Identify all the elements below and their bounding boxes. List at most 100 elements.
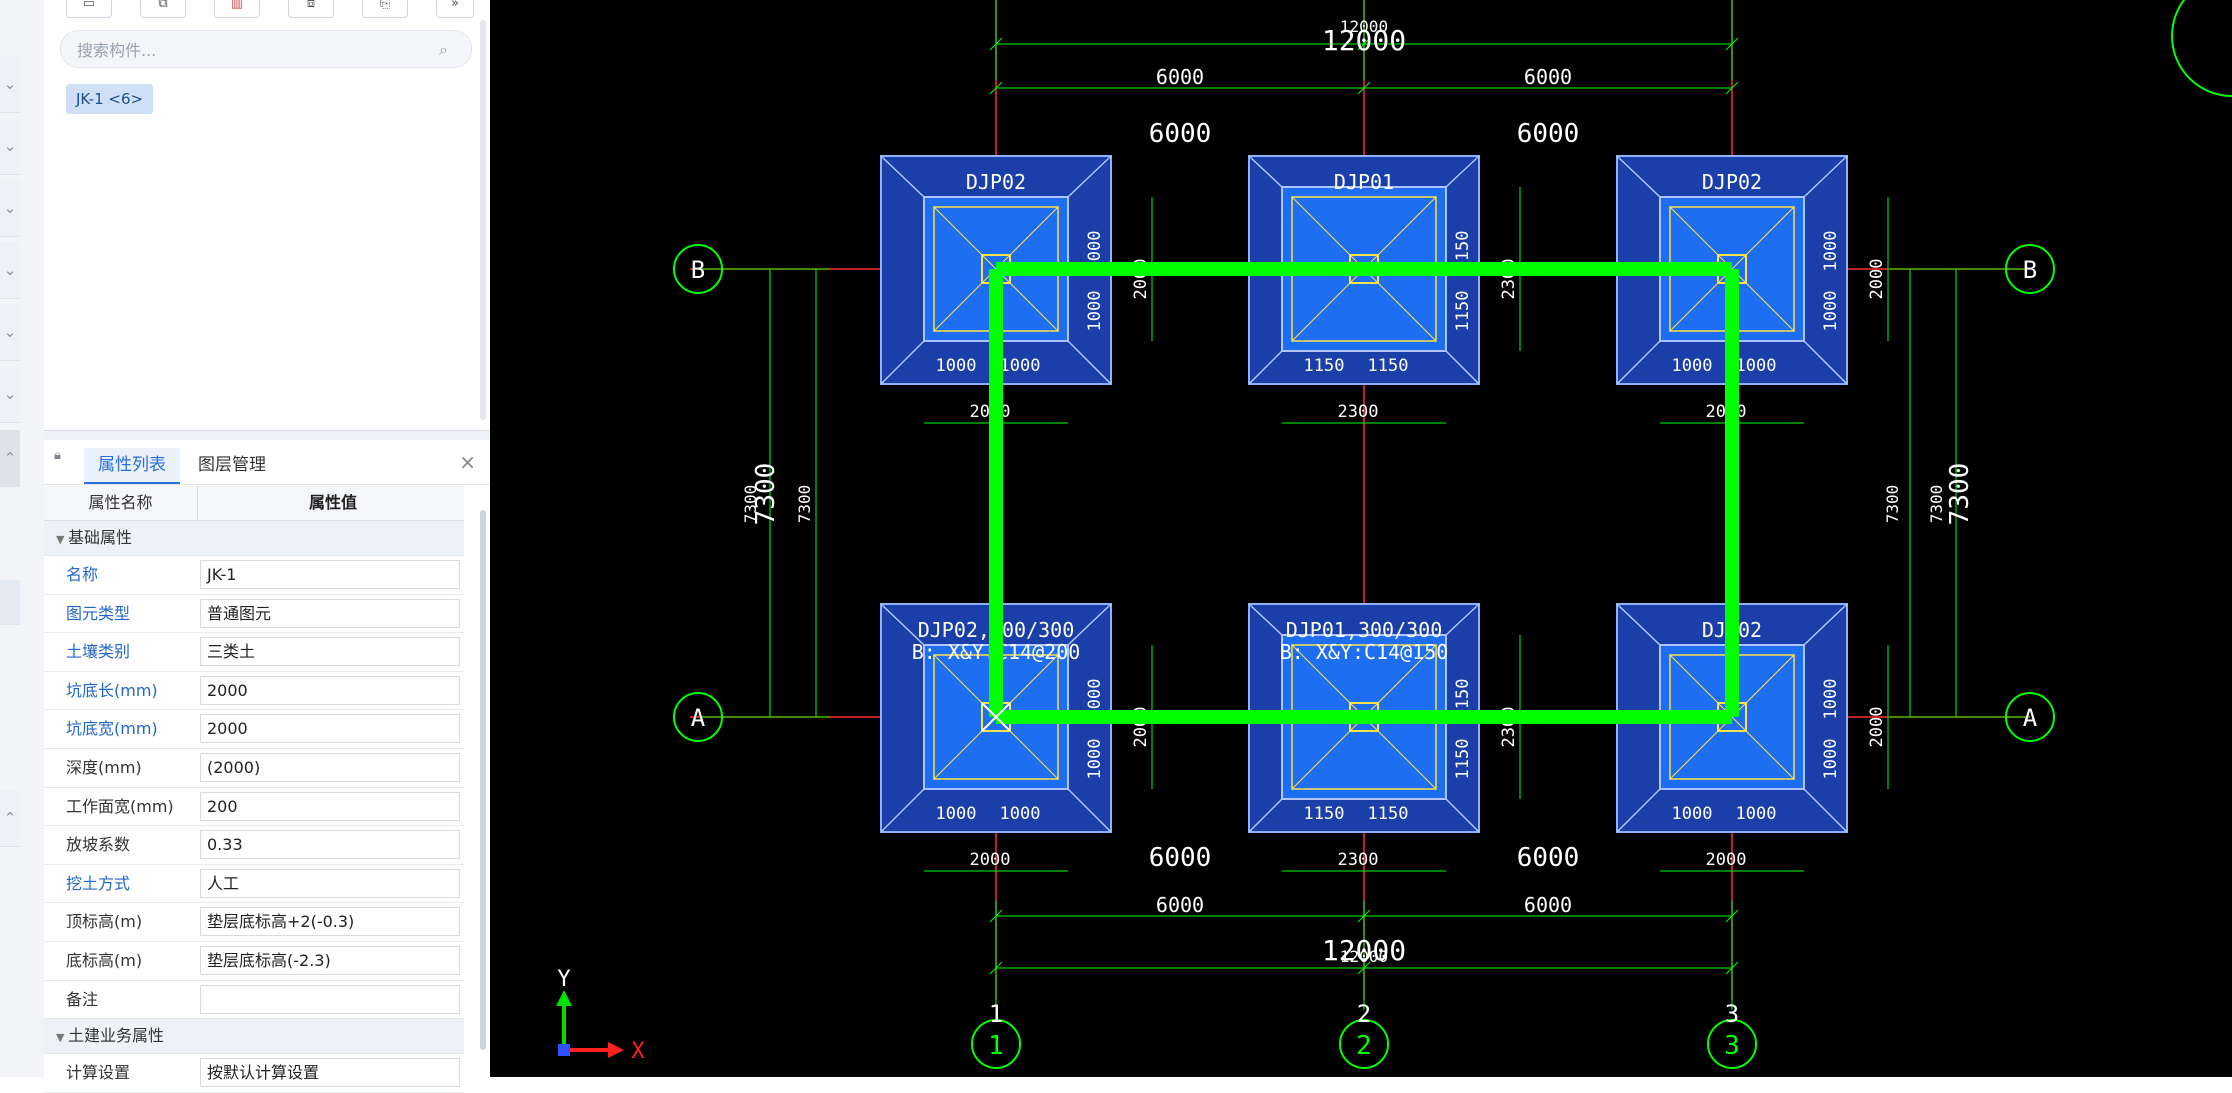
- slope-line: [880, 155, 925, 198]
- dim-total-small-bottom: 12000: [1340, 947, 1388, 966]
- lock-icon[interactable]: 🔒︎: [54, 448, 61, 463]
- copy-button[interactable]: ⧉: [140, 0, 186, 18]
- grid-scrollbar[interactable]: [480, 510, 486, 1050]
- dim-label: 2000: [1867, 707, 1887, 748]
- group-label-basic: 基础属性: [67, 528, 132, 547]
- dim-half: 6000: [1524, 893, 1572, 917]
- slope-line: [1248, 350, 1283, 385]
- dim-height-small: 7300: [741, 485, 760, 524]
- dim-label: 1150: [1453, 291, 1473, 332]
- dim-label: 1150: [1304, 356, 1345, 376]
- dim-half-large: 6000: [1149, 119, 1212, 149]
- slope-line: [1803, 603, 1848, 646]
- property-value[interactable]: [200, 984, 460, 1014]
- dim-label: 1000: [1085, 231, 1105, 272]
- ucs-y-label: Y: [557, 967, 570, 992]
- new-component-button[interactable]: ▭: [66, 0, 112, 18]
- panel-toolbar: ▭ ⧉ ▥ ⧈ ⎘ »: [56, 0, 478, 24]
- footing-label: DJP01,300/300: [1286, 618, 1443, 642]
- axis-label-3: 3: [1725, 1000, 1739, 1028]
- slope-line: [1616, 603, 1661, 646]
- property-value[interactable]: 人工: [200, 868, 460, 898]
- search-input[interactable]: [75, 31, 419, 69]
- dim-label: 1000: [1736, 356, 1777, 376]
- property-value[interactable]: JK-1: [200, 560, 460, 589]
- dim-label: 1150: [1368, 356, 1409, 376]
- slope-line: [1803, 155, 1848, 198]
- delete-button[interactable]: ▥: [214, 0, 260, 18]
- chevron-down-icon[interactable]: ⌄: [0, 56, 20, 113]
- table-row: 坑底宽(mm)2000: [44, 710, 464, 749]
- axis-label-A: A: [691, 704, 706, 732]
- dim-label: 2000: [1706, 850, 1747, 870]
- chevron-down-icon[interactable]: ⌄: [0, 304, 20, 361]
- slope-line: [1803, 340, 1848, 385]
- property-value[interactable]: 按默认计算设置: [200, 1058, 460, 1088]
- strip-item-selected[interactable]: [0, 580, 20, 625]
- group-civil[interactable]: ▼ 土建业务属性: [44, 1019, 464, 1055]
- dim-half-large: 6000: [1149, 843, 1212, 873]
- dim-label: 1000: [1821, 231, 1841, 272]
- property-name: 土壤类别: [66, 642, 131, 662]
- dim-label: 1150: [1368, 804, 1409, 824]
- table-row: 图元类型普通图元: [44, 595, 464, 634]
- dim-height-small: 7300: [1883, 485, 1902, 524]
- ucs-y-arrow: [556, 990, 572, 1006]
- slope-line: [1067, 603, 1112, 646]
- dim-label: 2000: [1867, 259, 1887, 300]
- tab-property-list[interactable]: 属性列表: [84, 448, 180, 484]
- selection-cross: [981, 702, 1011, 732]
- caret-down-icon: ▼: [56, 1031, 68, 1045]
- panel-divider[interactable]: [44, 430, 490, 441]
- dim-label: 1150: [1304, 804, 1345, 824]
- close-icon[interactable]: ×: [459, 450, 476, 474]
- dim-tick: [989, 909, 1003, 923]
- more-button[interactable]: »: [436, 0, 474, 18]
- group-label-civil: 土建业务属性: [67, 1026, 164, 1046]
- dim-tick: [1357, 961, 1371, 975]
- property-value[interactable]: 垫层底标高+2(-0.3): [200, 907, 460, 937]
- dim-label: 1000: [1821, 739, 1841, 780]
- list-scrollbar[interactable]: [480, 20, 486, 420]
- slope-line: [1803, 788, 1848, 833]
- paste-button[interactable]: ⎘: [362, 0, 408, 18]
- table-row: 挖土方式人工: [44, 865, 464, 904]
- search-icon[interactable]: ⌕: [439, 40, 448, 59]
- component-panel: ▭ ⧉ ▥ ⧈ ⎘ » ⌕ JK-1 <6> 🔒︎ 属性列表 图层管理 × 属性…: [44, 0, 491, 1093]
- tab-layer-management[interactable]: 图层管理: [198, 455, 266, 475]
- property-value[interactable]: (2000): [200, 752, 460, 782]
- dim-tick: [989, 961, 1003, 975]
- property-name: 工作面宽(mm): [66, 796, 174, 816]
- chevron-down-icon[interactable]: ⌄: [0, 242, 20, 299]
- trench-right: [1725, 269, 1739, 717]
- property-value[interactable]: 垫层底标高(-2.3): [200, 945, 460, 975]
- left-tool-strip: ⌄ ⌄ ⌄ ⌄ ⌄ ⌄ ⌃ ⌃: [0, 0, 45, 1077]
- dim-label: 1000: [1085, 679, 1105, 720]
- property-value[interactable]: 2000: [200, 675, 460, 705]
- chevron-up-icon[interactable]: ⌃: [0, 430, 20, 487]
- dim-height-small: 7300: [795, 485, 814, 524]
- property-value[interactable]: 普通图元: [200, 598, 460, 628]
- chevron-down-icon[interactable]: ⌄: [0, 180, 20, 237]
- table-row: 土壤类别 三类土: [44, 633, 464, 672]
- dim-label: 1150: [1453, 739, 1473, 780]
- chevron-down-icon[interactable]: ⌄: [0, 118, 20, 175]
- dim-label: 2300: [1338, 402, 1379, 422]
- component-item-jk1[interactable]: JK-1 <6>: [66, 84, 154, 114]
- slope-line: [1248, 603, 1283, 636]
- property-name: 计算设置: [66, 1063, 131, 1083]
- dim-label: 1000: [1000, 804, 1041, 824]
- table-row: 备注: [44, 981, 464, 1020]
- group-basic[interactable]: ▼ 基础属性: [44, 521, 464, 556]
- chevron-down-icon[interactable]: ⌄: [0, 366, 20, 423]
- property-value[interactable]: 0.33: [200, 830, 460, 860]
- property-value[interactable]: 三类土: [200, 637, 460, 667]
- dim-label: 2000: [970, 850, 1011, 870]
- property-value[interactable]: 200: [200, 791, 460, 821]
- property-value[interactable]: 2000: [200, 714, 460, 744]
- layer-copy-button[interactable]: ⧈: [288, 0, 334, 18]
- chevron-up-icon[interactable]: ⌃: [0, 790, 20, 847]
- property-name: 顶标高(m): [66, 912, 143, 932]
